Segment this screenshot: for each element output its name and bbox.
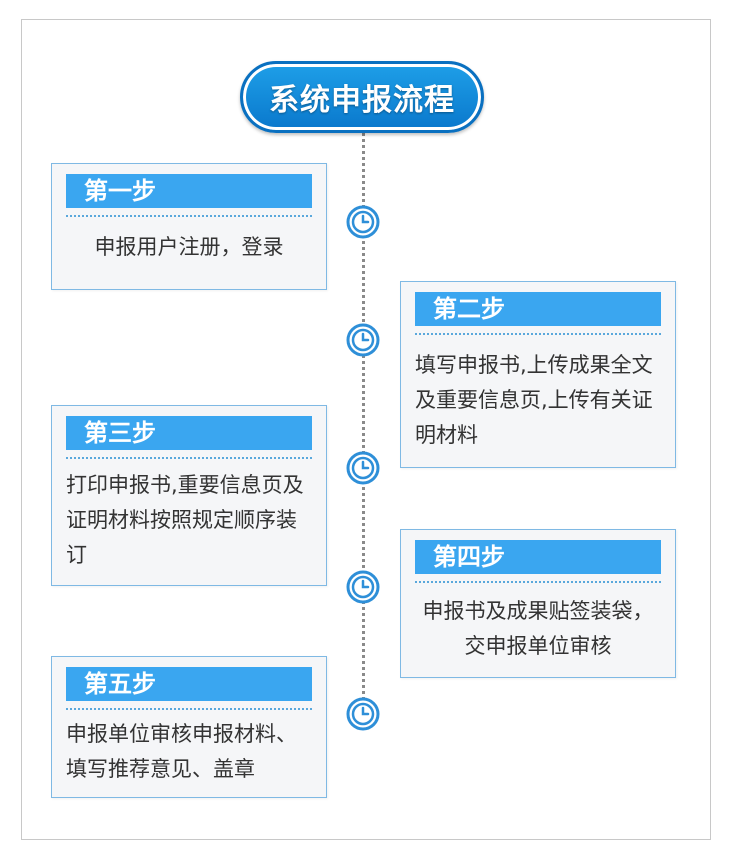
step-box-2: 第二步 填写申报书,上传成果全文及重要信息页,上传有关证明材料 — [400, 281, 676, 468]
step-divider-5 — [66, 708, 312, 710]
timeline-line — [362, 128, 365, 706]
clock-icon — [346, 570, 380, 604]
title-badge: 系统申报流程 — [240, 61, 484, 133]
step-label-5: 第五步 — [84, 670, 156, 698]
clock-icon — [346, 697, 380, 731]
step-label-2: 第二步 — [433, 295, 505, 323]
step-box-3: 第三步 打印申报书,重要信息页及证明材料按照规定顺序装订 — [51, 405, 327, 586]
step-label-3: 第三步 — [84, 419, 156, 447]
step-text-2: 填写申报书,上传成果全文及重要信息页,上传有关证明材料 — [415, 353, 653, 447]
step-text-1: 申报用户注册，登录 — [94, 235, 284, 259]
step-header-2: 第二步 — [415, 292, 661, 326]
step-box-5: 第五步 申报单位审核申报材料、填写推荐意见、盖章 — [51, 656, 327, 798]
step-divider-1 — [66, 215, 312, 217]
step-divider-4 — [415, 581, 661, 583]
step-box-4: 第四步 申报书及成果贴签装袋，交申报单位审核 — [400, 529, 676, 678]
step-text-3: 打印申报书,重要信息页及证明材料按照规定顺序装订 — [66, 473, 304, 567]
step-label-1: 第一步 — [84, 177, 156, 205]
step-header-5: 第五步 — [66, 667, 312, 701]
clock-icon — [346, 323, 380, 357]
step-header-4: 第四步 — [415, 540, 661, 574]
step-box-1: 第一步 申报用户注册，登录 — [51, 163, 327, 290]
step-header-1: 第一步 — [66, 174, 312, 208]
step-divider-2 — [415, 333, 661, 335]
step-header-3: 第三步 — [66, 416, 312, 450]
clock-icon — [346, 205, 380, 239]
diagram-title: 系统申报流程 — [269, 83, 455, 118]
step-label-4: 第四步 — [433, 543, 505, 571]
clock-icon — [346, 451, 380, 485]
step-text-4: 申报书及成果贴签装袋，交申报单位审核 — [422, 599, 654, 658]
step-divider-3 — [66, 457, 312, 459]
step-text-5: 申报单位审核申报材料、填写推荐意见、盖章 — [66, 722, 297, 781]
